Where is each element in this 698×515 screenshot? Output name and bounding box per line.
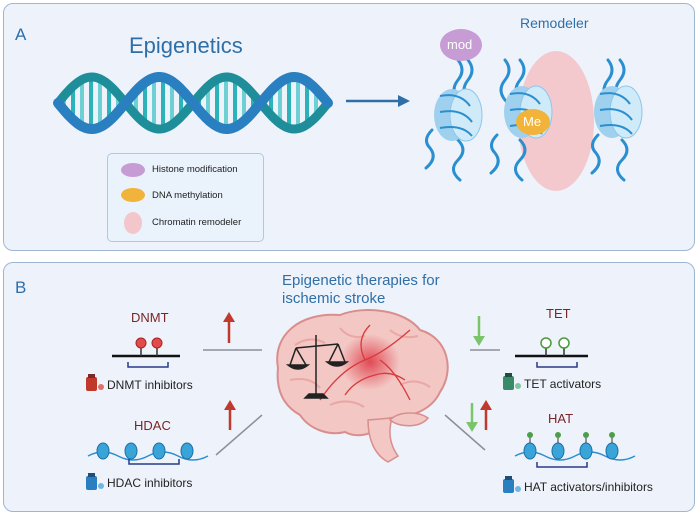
dnmt-drug-label: DNMT inhibitors — [107, 378, 193, 392]
tet-drug-icon — [503, 373, 521, 390]
legend-swatch-methylation — [121, 188, 145, 202]
remodeler-label: Remodeler — [520, 15, 589, 31]
tet-label: TET — [546, 306, 571, 321]
methylation-bubble — [516, 109, 550, 135]
mod-label: mod — [447, 37, 473, 52]
hdac-up-arrow — [224, 400, 236, 430]
hat-drug-icon — [503, 476, 521, 493]
legend-label-methylation: DNA methylation — [152, 190, 223, 201]
histone-mod-bubble — [440, 29, 482, 61]
panel-b-title-line1: Epigenetic therapies for — [282, 272, 440, 289]
legend-swatch-remodeler — [124, 212, 142, 234]
dnmt-symbol — [112, 337, 180, 368]
nucleosome-1 — [434, 88, 483, 142]
hdac-label: HDAC — [134, 418, 171, 433]
dnmt-up-arrow — [223, 312, 235, 343]
hdac-symbol — [87, 442, 209, 465]
hdac-drug-icon — [86, 473, 104, 490]
panel-b-letter: B — [15, 278, 27, 297]
legend-swatch-histone — [121, 163, 145, 177]
hat-label: HAT — [548, 411, 574, 426]
hdac-drug-label: HDAC inhibitors — [107, 476, 193, 490]
hat-up-arrow — [480, 400, 492, 430]
hat-symbol — [514, 432, 636, 468]
hat-down-arrow — [466, 403, 478, 432]
dnmt-label: DNMT — [131, 310, 169, 325]
legend-label-remodeler: Chromatin remodeler — [152, 217, 242, 228]
hat-drug-label: HAT activators/inhibitors — [524, 480, 653, 494]
dna-strand-front — [53, 71, 333, 135]
panel-a-letter: A — [15, 25, 27, 44]
nucleosome-3 — [594, 85, 643, 139]
brain-illustration — [276, 309, 449, 463]
tet-symbol — [515, 337, 588, 368]
dnmt-drug-icon — [86, 374, 104, 391]
panel-a-title: Epigenetics — [129, 33, 243, 58]
legend-label-histone: Histone modification — [152, 164, 238, 175]
balance-scale-icon — [285, 335, 350, 399]
me-label: Me — [523, 114, 542, 129]
tet-drug-label: TET activators — [524, 377, 602, 391]
tet-down-arrow — [473, 316, 485, 346]
panel-b-title-line2: ischemic stroke — [282, 290, 386, 307]
